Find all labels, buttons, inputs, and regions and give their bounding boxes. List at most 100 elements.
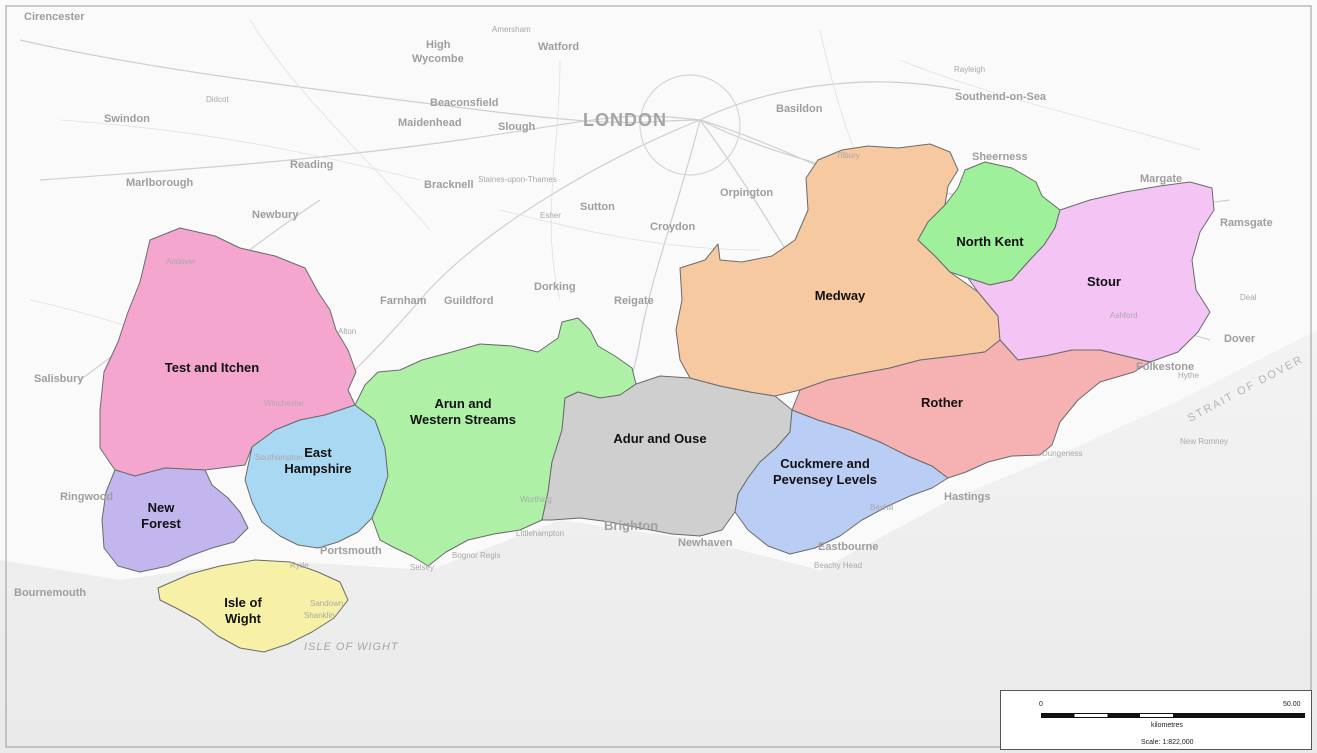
place-label: New Romney <box>1180 437 1228 446</box>
place-label: Southend-on-Sea <box>955 91 1047 103</box>
place-label: Alton <box>338 327 356 336</box>
place-label: Beachy Head <box>814 561 862 570</box>
region-label-line: North Kent <box>956 234 1024 249</box>
region-label: Adur and Ouse <box>613 431 706 446</box>
region-label-line: East <box>304 445 332 460</box>
place-label: Beaconsfield <box>430 97 498 109</box>
place-label: Basildon <box>776 103 823 115</box>
scale-bar <box>1041 713 1305 718</box>
place-label: Ringwood <box>60 491 113 503</box>
place-label: Hastings <box>944 491 990 503</box>
region-isle-of-wight[interactable] <box>157 559 349 653</box>
place-label: Salisbury <box>34 373 84 385</box>
place-label: Farnham <box>380 295 427 307</box>
region-rother[interactable] <box>791 339 1151 479</box>
region-label: Stour <box>1087 274 1121 289</box>
place-label: Esher <box>540 211 561 220</box>
place-label: ISLE OF WIGHT <box>304 641 399 653</box>
place-label: LONDON <box>583 110 667 130</box>
region-label-line: New <box>148 500 176 515</box>
place-label: Andover <box>166 257 196 266</box>
region-label-line: Western Streams <box>410 412 516 427</box>
place-label: Slough <box>498 121 536 133</box>
place-label: Cirencester <box>24 11 85 23</box>
place-label: Folkestone <box>1136 361 1194 373</box>
place-label: Orpington <box>720 187 773 199</box>
place-label: Bournemouth <box>14 587 86 599</box>
sea-area <box>0 330 1317 753</box>
place-label: Newhaven <box>678 537 733 549</box>
place-label: Reigate <box>614 295 654 307</box>
place-label: Brighton <box>604 518 658 533</box>
place-label: Maidenhead <box>398 117 462 129</box>
region-label: Medway <box>815 288 866 303</box>
place-label: Dover <box>1224 333 1256 345</box>
place-label: Guildford <box>444 295 494 307</box>
place-label: Margate <box>1140 173 1182 185</box>
region-label-line: Medway <box>815 288 866 303</box>
place-label: Swindon <box>104 113 150 125</box>
region-label-line: Isle of <box>224 595 262 610</box>
region-label-line: Arun and <box>434 396 491 411</box>
region-label: Rother <box>921 395 963 410</box>
scale-unit-label: kilometres <box>1151 722 1183 729</box>
place-label: Selsey <box>410 563 434 572</box>
region-label-line: Forest <box>141 516 181 531</box>
place-label: Ramsgate <box>1220 217 1273 229</box>
region-label-line: Test and Itchen <box>165 360 259 375</box>
place-label: Ashford <box>1110 311 1138 320</box>
region-label-line: Adur and Ouse <box>613 431 706 446</box>
place-label: Rayleigh <box>954 65 985 74</box>
place-label: Dungeness <box>1042 449 1082 458</box>
region-label: Test and Itchen <box>165 360 259 375</box>
scale-bar-panel: 0 50.00 kilometres Scale: 1:822,000 <box>1000 690 1312 750</box>
scale-ratio-label: Scale: 1:822,000 <box>1141 739 1194 746</box>
place-label: Reading <box>290 159 333 171</box>
place-label: Shanklin <box>304 611 335 620</box>
place-label: Portsmouth <box>320 545 382 557</box>
place-label: Sheerness <box>972 151 1028 163</box>
place-label: Amersham <box>492 25 531 34</box>
place-label: Staines-upon-Thames <box>478 175 557 184</box>
place-label: Eastbourne <box>818 541 879 553</box>
place-label: Sandown <box>310 599 343 608</box>
place-label: Didcot <box>206 95 229 104</box>
place-label: Bexhill <box>870 503 894 512</box>
place-label: Marlborough <box>126 177 193 189</box>
place-label: Dorking <box>534 281 576 293</box>
place-label: Southampton <box>255 453 303 462</box>
place-label: Bracknell <box>424 179 474 191</box>
place-label: Watford <box>538 41 579 53</box>
region-label-line: Pevensey Levels <box>773 472 877 487</box>
scale-start-label: 0 <box>1039 701 1043 708</box>
region-new-forest[interactable] <box>101 467 249 573</box>
place-label: Sutton <box>580 201 615 213</box>
place-label: Littlehampton <box>516 529 564 538</box>
place-label: Winchester <box>264 399 304 408</box>
region-label-line: Wight <box>225 611 262 626</box>
place-label: Hythe <box>1178 371 1199 380</box>
place-label: Worthing <box>520 495 552 504</box>
region-label-line: Stour <box>1087 274 1121 289</box>
place-label: Tilbury <box>836 151 860 160</box>
place-label: Croydon <box>650 221 696 233</box>
map-frame <box>5 5 1312 748</box>
place-label: Deal <box>1240 293 1257 302</box>
place-label: Newbury <box>252 209 299 221</box>
place-label: Wycombe <box>412 53 464 65</box>
region-label-line: Hampshire <box>284 461 351 476</box>
region-label-line: Cuckmere and <box>780 456 870 471</box>
scale-end-label: 50.00 <box>1283 701 1301 708</box>
region-label-line: Rother <box>921 395 963 410</box>
region-label: North Kent <box>956 234 1024 249</box>
place-label: Ryde <box>290 561 309 570</box>
place-label: High <box>426 39 451 51</box>
place-label: Bognor Regis <box>452 551 500 560</box>
